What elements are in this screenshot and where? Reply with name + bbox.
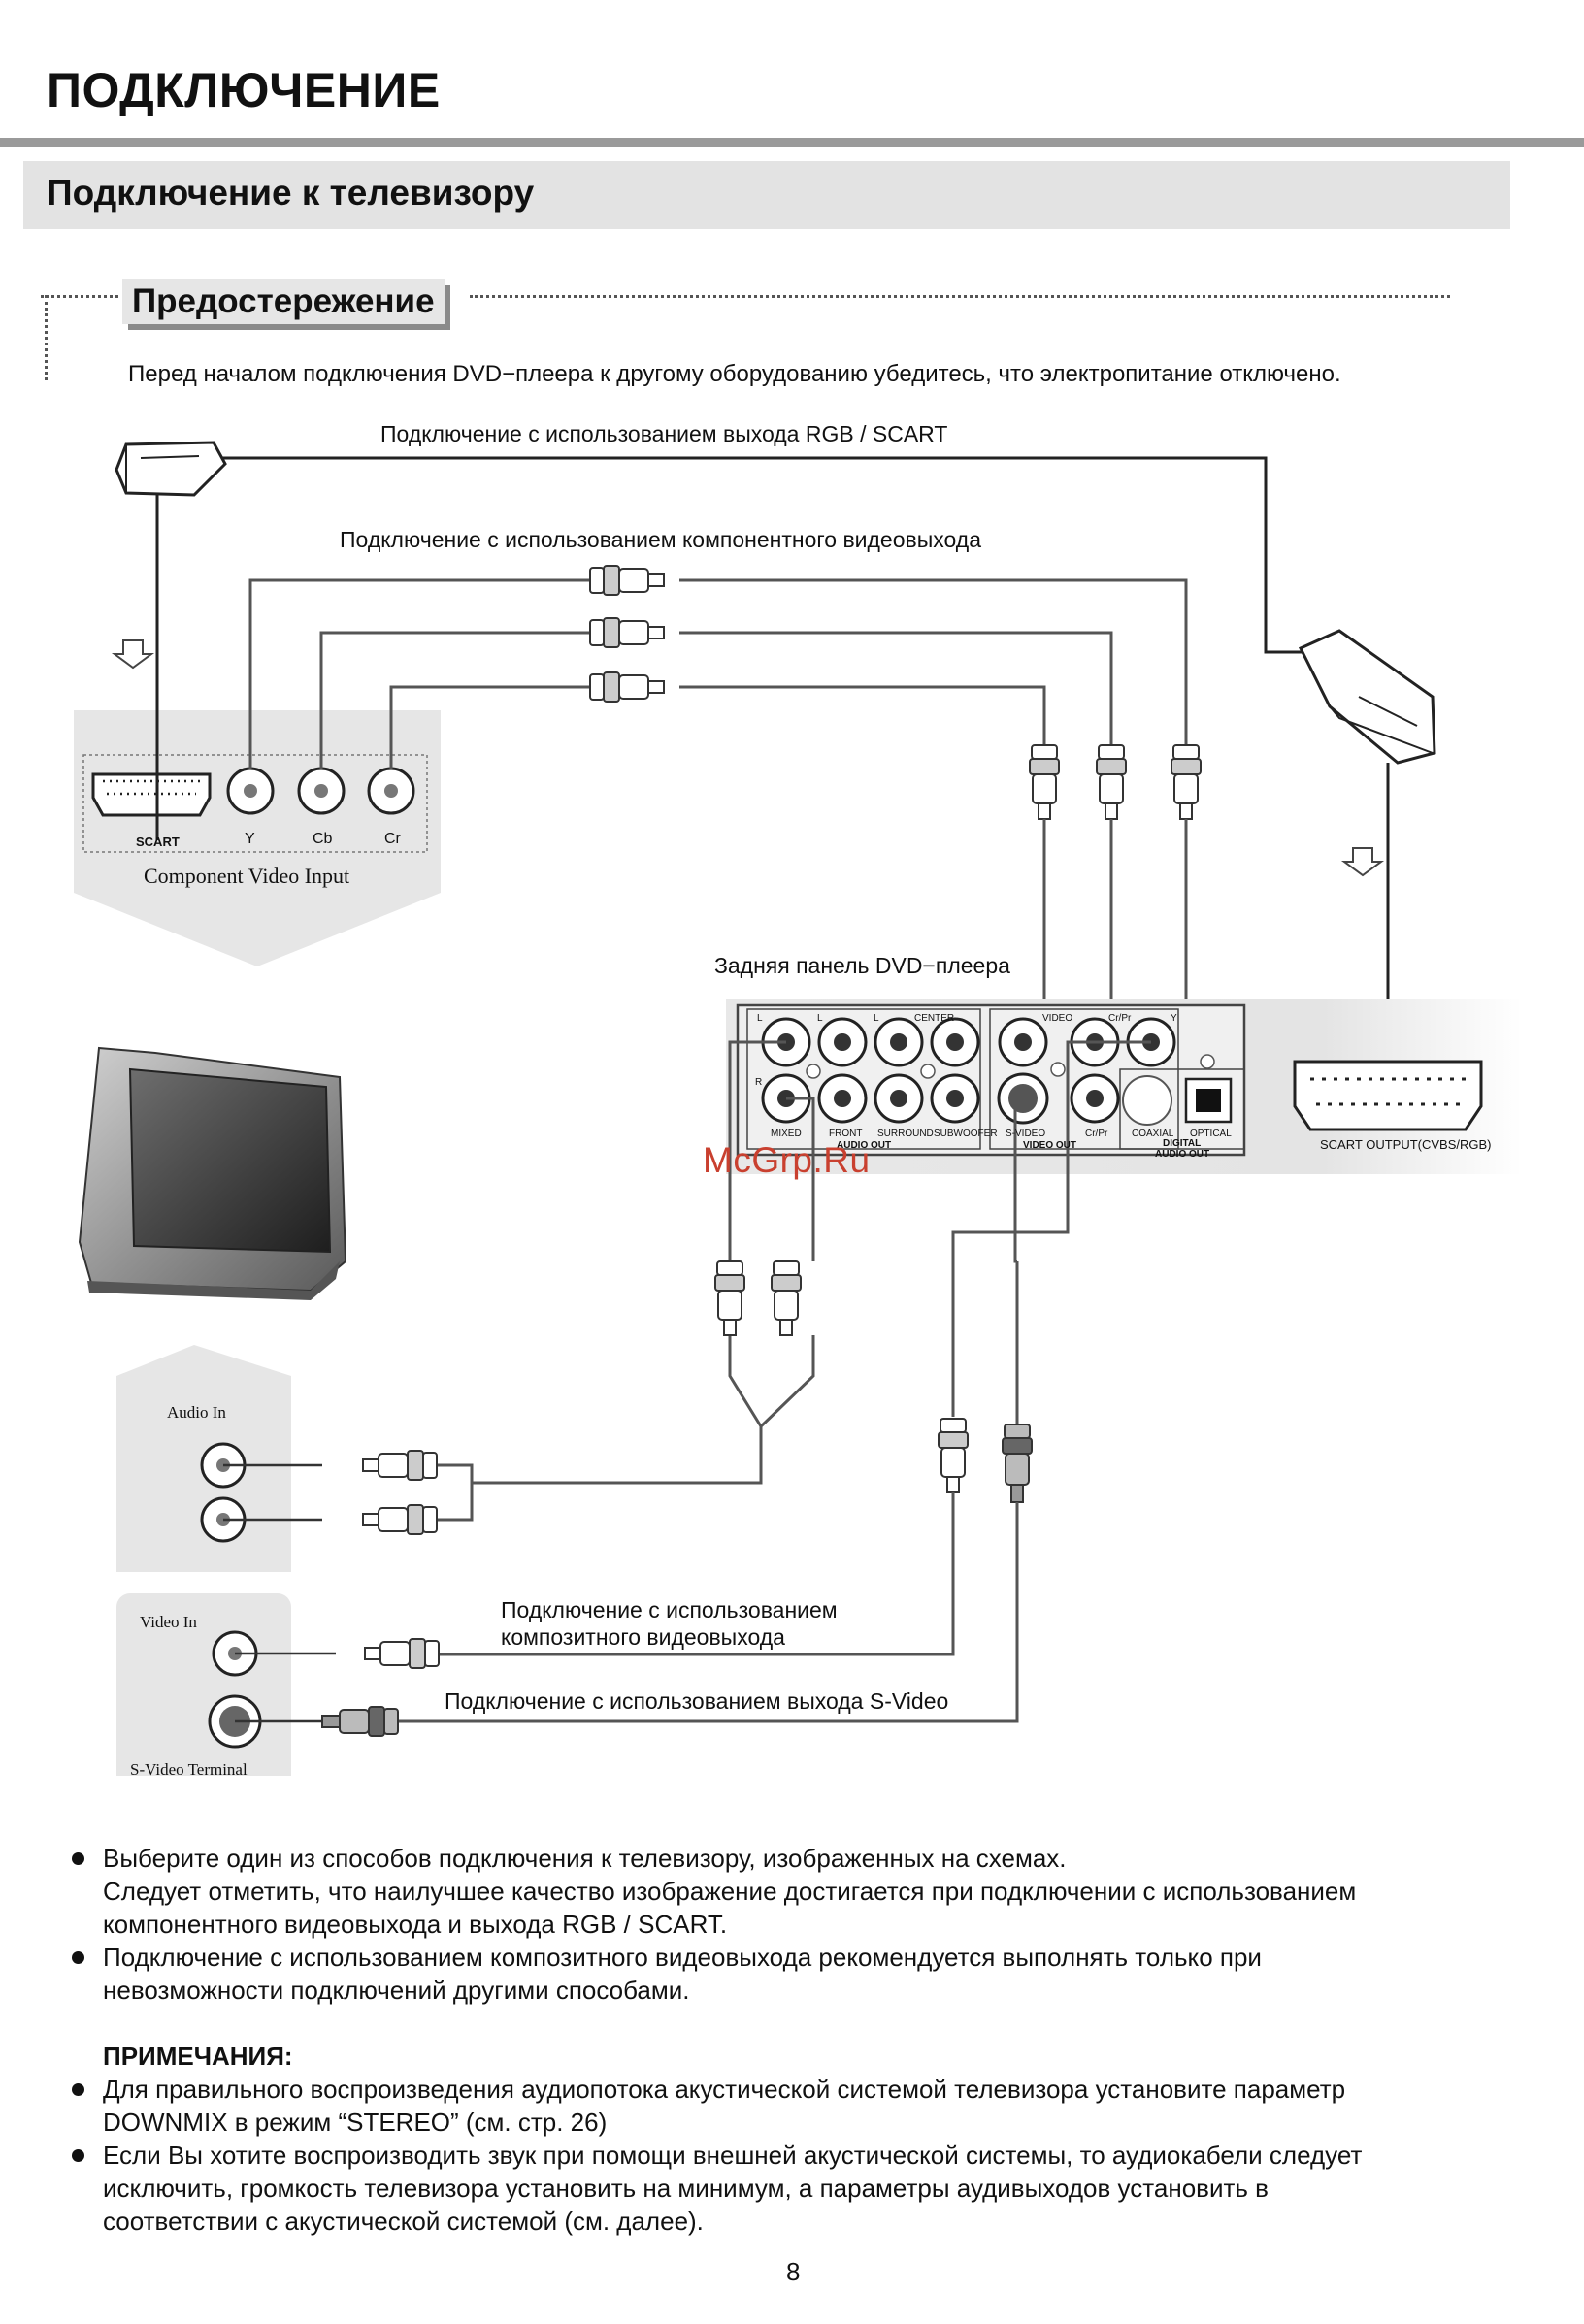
caution-text: Перед началом подключения DVD−плеера к д…	[128, 361, 1341, 387]
dvd-front-label: FRONT	[829, 1129, 863, 1139]
dvd-video-out-label: VIDEO OUT	[1023, 1140, 1077, 1151]
watermark: McGrp.Ru	[703, 1140, 871, 1180]
composite-label-line1: Подключение с использованием	[501, 1597, 838, 1622]
dvd-l-label-1: L	[757, 1013, 763, 1024]
connection-diagram-drawing	[74, 441, 1522, 1789]
tv-cr-label: Cr	[384, 831, 401, 847]
bullet-dot	[72, 1951, 84, 1964]
caution-dotted-rule-vertical	[45, 295, 48, 380]
dvd-r-label: R	[755, 1077, 763, 1088]
bullet-text: Выберите один из способов подключения к …	[103, 1844, 1067, 1873]
svideo-terminal-label: S-Video Terminal	[130, 1760, 248, 1779]
section-band	[23, 161, 1510, 229]
video-in-label: Video In	[140, 1613, 197, 1631]
section-title: Подключение к телевизору	[47, 173, 535, 213]
note-text: Для правильного воспроизведения аудиопот…	[103, 2075, 1346, 2104]
dvd-subwoofer-label: SUBWOOFER	[934, 1129, 998, 1139]
tv-cb-label: Cb	[313, 831, 333, 847]
dvd-surround-label: SURROUND	[877, 1129, 934, 1139]
page-title: ПОДКЛЮЧЕНИЕ	[47, 63, 441, 117]
note-text: исключить, громкость телевизора установи…	[103, 2174, 1269, 2203]
dvd-cr-pr-label: Cr/Pr	[1085, 1129, 1108, 1139]
note-item: Если Вы хотите воспроизводить звук при п…	[70, 2139, 1516, 2238]
audio-in-label: Audio In	[167, 1403, 226, 1422]
tv-input-frame	[82, 754, 428, 853]
bullet-text: Подключение с использованием композитног…	[103, 1943, 1262, 1972]
bullet-dot	[72, 1852, 84, 1865]
dvd-cr-pr-top-label: Cr/Pr	[1108, 1013, 1132, 1024]
dvd-video-label: VIDEO	[1042, 1013, 1073, 1024]
component-video-input-caption: Component Video Input	[144, 864, 350, 888]
dvd-optical-label: OPTICAL	[1190, 1129, 1232, 1139]
bullet-text: Следует отметить, что наилучшее качество…	[103, 1877, 1357, 1906]
dvd-center-label: CENTER	[914, 1013, 955, 1024]
note-item: Для правильного воспроизведения аудиопот…	[70, 2073, 1516, 2139]
caution-box: Предостережение	[122, 279, 445, 324]
dvd-mixed-label: MIXED	[771, 1129, 802, 1139]
tv-scart-label: SCART	[136, 835, 180, 849]
tv-y-label: Y	[245, 831, 255, 847]
title-rule	[0, 138, 1584, 147]
caution-dotted-rule-right	[470, 295, 1450, 298]
bullet-dot	[72, 2083, 84, 2096]
caution-title: Предостережение	[132, 282, 435, 320]
dvd-y-label: Y	[1171, 1013, 1177, 1024]
dvd-svideo-label: S-VIDEO	[1006, 1129, 1046, 1139]
dvd-digital-label: DIGITAL	[1163, 1138, 1202, 1149]
dvd-scart-output	[1293, 1060, 1483, 1131]
note-text: Если Вы хотите воспроизводить звук при п…	[103, 2141, 1363, 2170]
composite-label-line2: композитного видеовыхода	[501, 1624, 785, 1650]
connection-diagram: Подключение с использованием выхода RGB …	[0, 417, 1584, 1789]
rgb-scart-label: Подключение с использованием выхода RGB …	[380, 421, 948, 446]
notes-title: ПРИМЕЧАНИЯ:	[103, 2042, 293, 2071]
caution-dotted-rule-left	[41, 295, 118, 298]
instructions: Выберите один из способов подключения к …	[70, 1842, 1516, 2238]
bullet-text: невозможности подключений другими способ…	[103, 1976, 690, 2005]
note-text: соответствии с акустической системой (см…	[103, 2207, 704, 2236]
bullet-dot	[72, 2149, 84, 2162]
note-text: DOWNMIX в режим “STEREO” (см. стр. 26)	[103, 2108, 608, 2137]
tv-scart-socket	[91, 772, 212, 817]
page-number: 8	[786, 2257, 801, 2286]
dvd-l-label-3: L	[874, 1013, 879, 1024]
bullet-text: компонентного видеовыхода и выхода RGB /…	[103, 1910, 728, 1939]
svideo-label: Подключение с использованием выхода S-Vi…	[445, 1688, 949, 1714]
bullet-item: Выберите один из способов подключения к …	[70, 1842, 1516, 1941]
dvd-digital-audio-out-label: AUDIO OUT	[1155, 1149, 1210, 1160]
dvd-coaxial-label: COAXIAL	[1132, 1129, 1174, 1139]
bullet-item: Подключение с использованием композитног…	[70, 1941, 1516, 2007]
dvd-l-label-2: L	[817, 1013, 823, 1024]
dvd-audio-out-label: AUDIO OUT	[837, 1140, 892, 1151]
component-label: Подключение с использованием компонентно…	[340, 527, 982, 552]
dvd-scart-output-label: SCART OUTPUT(CVBS/RGB)	[1320, 1137, 1492, 1152]
rear-panel-label: Задняя панель DVD−плеера	[714, 953, 1010, 978]
